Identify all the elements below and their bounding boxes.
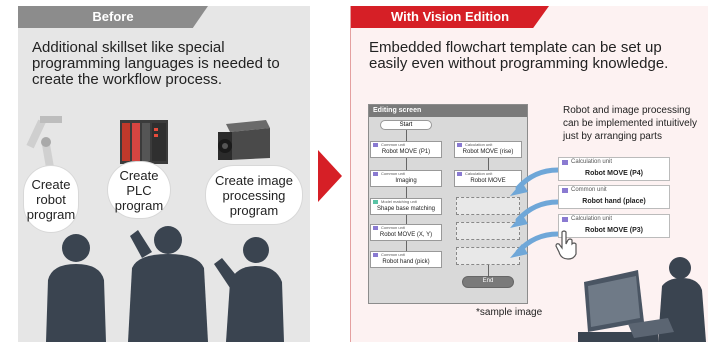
- screen-title: Editing screen: [369, 105, 527, 117]
- flow-box-7-header: Calculation unit: [455, 171, 521, 177]
- drag-arrows-icon: [510, 167, 561, 258]
- part-card-3-body: Robot MOVE (P3): [585, 227, 643, 234]
- flow-box-2-body: Imaging: [395, 178, 417, 184]
- parts-note: Robot and image processing can be implem…: [563, 105, 697, 142]
- transition-arrow-icon: [318, 150, 342, 202]
- hand-cursor-icon: [555, 230, 577, 260]
- cloud-plc-program: Create PLC program: [108, 162, 170, 218]
- flow-box-1-body: Robot MOVE (P1): [381, 149, 431, 155]
- part-card-3-header: Calculation unit: [559, 215, 669, 224]
- part-card-2-body: Robot hand (place): [582, 198, 646, 205]
- flow-box-6-body: Robot MOVE (rise): [462, 149, 514, 155]
- cloud-robot-program: Create robot program: [24, 166, 78, 232]
- flow-start: Start: [380, 120, 432, 130]
- flow-end: End: [462, 276, 514, 288]
- flow-box-2-header: Common unit: [371, 171, 441, 177]
- part-card-2[interactable]: Common unit Robot hand (place): [558, 185, 670, 209]
- flow-box-3-body: Shape base matching: [376, 206, 436, 212]
- flow-box-5-header: Common unit: [371, 252, 441, 258]
- sample-image-note: *sample image: [476, 307, 543, 318]
- people-silhouette-icon: [46, 226, 284, 342]
- after-description: Embedded flowchart template can be set u…: [369, 39, 669, 72]
- flow-connector: [488, 265, 489, 276]
- flow-box-2: Common unit Imaging: [370, 170, 442, 187]
- flow-connector: [406, 187, 407, 198]
- flow-box-5-body: Robot hand (pick): [382, 259, 430, 265]
- flow-box-4-header: Common unit: [371, 225, 441, 231]
- flow-box-6: Calculation unit Robot MOVE (rise): [454, 141, 522, 158]
- flow-connector: [488, 158, 489, 170]
- flow-box-4: Common unit Robot MOVE (X, Y): [370, 224, 442, 241]
- before-tab: Before: [18, 6, 208, 28]
- flow-connector: [406, 158, 407, 170]
- plc-icon: [120, 120, 168, 164]
- flow-box-4-body: Robot MOVE (X, Y): [379, 232, 433, 238]
- empty-slot-2[interactable]: [456, 222, 520, 240]
- cloud-image-program: Create image processing program: [206, 166, 302, 224]
- flow-box-1-header: Common unit: [371, 142, 441, 148]
- flow-box-6-header: Calculation unit: [455, 142, 521, 148]
- before-description: Additional skillset like special program…: [32, 39, 280, 88]
- flow-box-7-body: Robot MOVE: [470, 178, 506, 184]
- empty-slot-1[interactable]: [456, 197, 520, 215]
- empty-slot-3[interactable]: [456, 247, 520, 265]
- flow-box-3-header: Model matching unit: [371, 199, 441, 205]
- flow-box-3: Model matching unit Shape base matching: [370, 198, 442, 215]
- flow-connector: [406, 130, 407, 141]
- cloud-robot-label: Create robot program: [26, 176, 76, 222]
- operator-at-computer-icon: [578, 257, 706, 342]
- flow-connector: [406, 241, 407, 251]
- after-tab: With Vision Edition: [351, 6, 549, 28]
- flow-box-1: Common unit Robot MOVE (P1): [370, 141, 442, 158]
- cloud-image-label: Create image processing program: [214, 172, 294, 218]
- part-card-2-header: Common unit: [559, 186, 669, 195]
- part-card-1-header: Calculation unit: [559, 158, 669, 167]
- flow-box-7: Calculation unit Robot MOVE: [454, 170, 522, 187]
- part-card-1[interactable]: Calculation unit Robot MOVE (P4): [558, 157, 670, 181]
- cloud-plc-label: Create PLC program: [114, 167, 164, 213]
- camera-icon: [218, 120, 270, 160]
- flow-connector: [406, 215, 407, 224]
- flow-box-5: Common unit Robot hand (pick): [370, 251, 442, 268]
- part-card-3[interactable]: Calculation unit Robot MOVE (P3): [558, 214, 670, 238]
- part-card-1-body: Robot MOVE (P4): [585, 170, 643, 177]
